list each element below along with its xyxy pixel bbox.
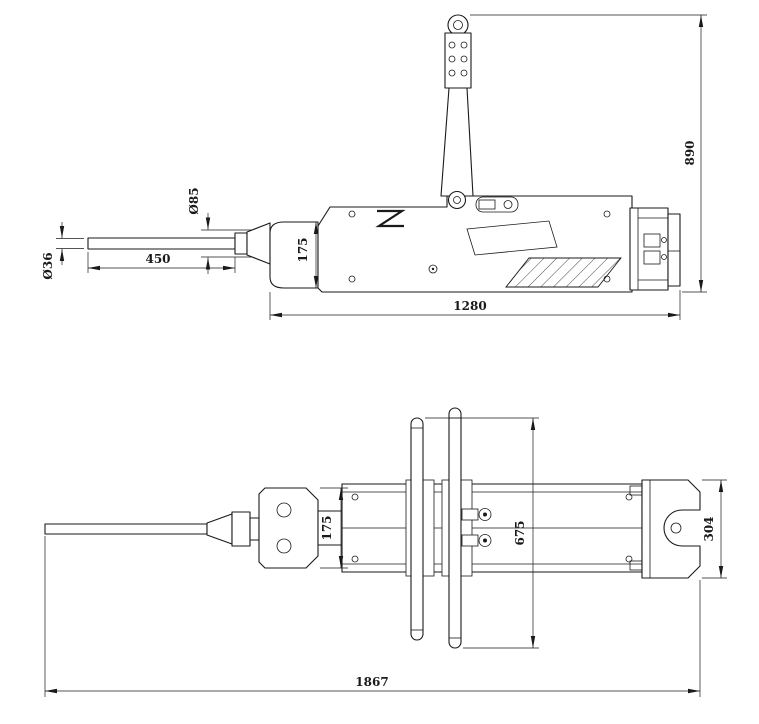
dim-overall-height: 890	[470, 14, 707, 293]
bolt-center-icon	[483, 512, 487, 517]
dim-text-front-width: 175	[320, 515, 334, 540]
clamp-bolt-shaft	[461, 534, 479, 547]
handle-ring	[447, 14, 469, 36]
dim-text-chisel-length: 450	[145, 252, 170, 266]
bolt-center-icon	[431, 267, 435, 271]
neck-plan	[249, 517, 260, 541]
bolt-center-icon	[483, 538, 487, 543]
bolt-icon	[348, 210, 356, 218]
dim-front-height: 175	[296, 222, 319, 288]
latch-slot	[478, 199, 496, 210]
handle-ring-hole-icon	[453, 20, 463, 30]
bolt-icon	[603, 275, 611, 283]
rear-plate	[667, 213, 681, 287]
bolt-icon	[448, 41, 456, 49]
dim-overall-length: 1867	[44, 536, 701, 697]
dim-text-rear-width: 304	[702, 516, 716, 541]
bolt-icon	[661, 237, 667, 243]
dim-rear-width: 304	[702, 479, 727, 579]
dim-front-width: 175	[320, 487, 348, 569]
bolt-icon	[625, 493, 633, 501]
clamp-bolt-shaft	[461, 508, 479, 521]
dim-handlebar-span: 675	[425, 417, 539, 649]
dim-text-body-length: 1280	[453, 299, 486, 313]
bolt-icon	[351, 555, 359, 563]
clevis-hole-icon	[276, 538, 292, 554]
label-plate	[466, 220, 558, 256]
dim-text-bushing-diameter: Ø85	[187, 187, 201, 214]
dim-chisel-length: 450	[87, 252, 236, 273]
chisel-cone-plan	[206, 513, 233, 545]
dim-bushing-diameter: Ø85	[187, 187, 252, 274]
body-marking-zigzag	[375, 209, 406, 228]
dim-body-length: 1280	[269, 290, 681, 320]
rear-u-bracket	[641, 479, 701, 579]
hatch-panel	[505, 257, 622, 288]
chisel-plan	[44, 523, 208, 535]
chisel-collar-plan	[231, 511, 251, 547]
rear-bracket	[629, 207, 669, 291]
front-head	[269, 221, 319, 289]
bolt-icon	[351, 493, 359, 501]
handle-arm	[440, 87, 474, 197]
dim-text-overall-length: 1867	[355, 675, 388, 689]
chisel-side	[87, 237, 236, 250]
dim-chisel-diameter: Ø36	[41, 222, 84, 280]
side-view-machine	[87, 14, 681, 293]
bolt-icon	[603, 210, 611, 218]
bracket-hole-icon	[670, 522, 682, 534]
latch-pin-icon	[503, 200, 513, 209]
pivot-hole-icon	[453, 196, 461, 204]
chisel-cone-side	[246, 222, 271, 265]
handle-plate	[444, 32, 472, 89]
side-view-dimensions: Ø36 450 Ø85 175	[41, 14, 707, 320]
side-view: Ø36 450 Ø85 175	[41, 14, 707, 320]
clevis-hole-icon	[276, 502, 292, 518]
bolt-icon	[460, 69, 468, 77]
plan-view: 175 675 304 1867	[44, 407, 727, 697]
handlebar-rod	[448, 407, 462, 649]
clevis-shaft	[317, 510, 343, 546]
bolt-icon	[448, 55, 456, 63]
bolt-icon	[428, 264, 438, 274]
rear-clamp-block	[643, 233, 661, 248]
bolt-icon	[460, 41, 468, 49]
dim-text-front-height: 175	[296, 237, 310, 262]
dim-text-chisel-diameter: Ø36	[41, 252, 55, 279]
front-clevis	[258, 487, 319, 569]
bolt-icon	[348, 275, 356, 283]
bolt-icon	[661, 254, 667, 260]
bolt-icon	[625, 555, 633, 563]
dim-text-overall-height: 890	[683, 140, 697, 165]
dim-text-handlebar-span: 675	[513, 520, 527, 545]
pivot-boss	[447, 190, 467, 210]
bolt-icon	[448, 69, 456, 77]
plan-view-dimensions: 175 675 304 1867	[44, 417, 727, 697]
rear-clamp-block	[643, 250, 661, 265]
chisel-collar-side	[234, 232, 248, 255]
bolt-icon	[460, 55, 468, 63]
handlebar-rod	[410, 417, 424, 641]
plan-view-machine	[44, 407, 701, 649]
